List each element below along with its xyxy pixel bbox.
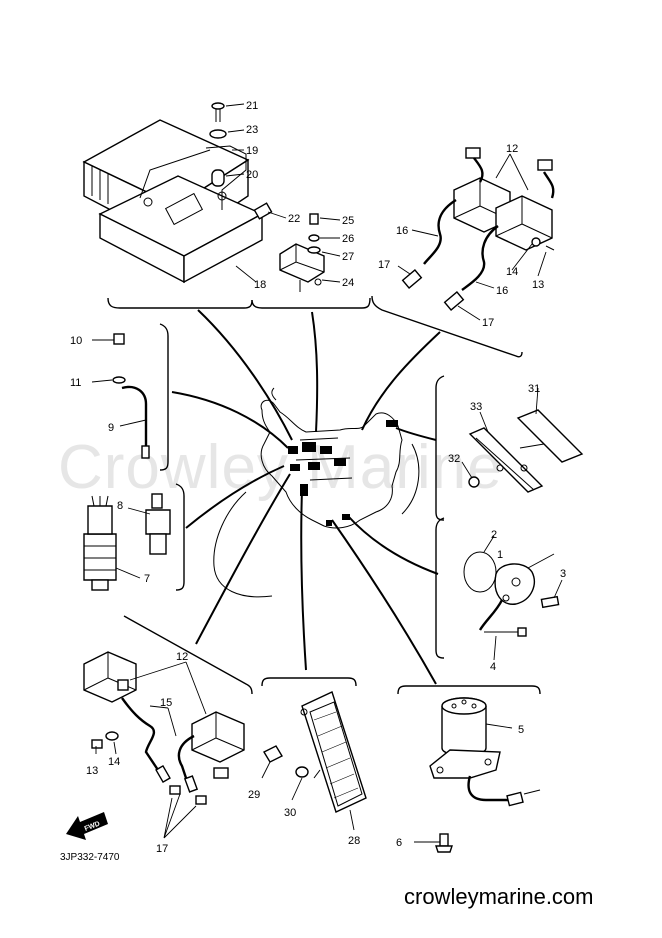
callout-27: 27 (342, 251, 354, 263)
callout-31: 31 (528, 383, 540, 395)
callout-17-bottom: 17 (156, 843, 168, 855)
callout-11: 11 (70, 377, 81, 389)
callout-33: 33 (470, 401, 482, 413)
callout-1: 1 (497, 549, 503, 561)
callout-17-top-right: 17 (482, 317, 494, 329)
callout-29: 29 (248, 789, 260, 801)
callout-32: 32 (448, 453, 460, 465)
callout-14-bottom: 14 (108, 756, 120, 768)
ignition-coil-pair-top (401, 147, 555, 311)
callout-12-bottom: 12 (176, 651, 188, 663)
reflector-cover-assembly (263, 691, 367, 813)
callout-2: 2 (491, 529, 497, 541)
callout-26: 26 (342, 233, 354, 245)
callout-25: 25 (342, 215, 354, 227)
callout-23: 23 (246, 124, 258, 136)
callout-24: 24 (342, 277, 354, 289)
callout-15: 15 (160, 697, 172, 709)
temperature-sensor-lead (112, 333, 150, 459)
connection-spokes (171, 309, 441, 685)
callout-leaders (91, 103, 563, 843)
callout-17-top-left: 17 (378, 259, 390, 271)
engine-center-outline (213, 387, 420, 598)
callout-6: 6 (396, 837, 402, 849)
ignition-coil-pair-bottom (83, 651, 245, 805)
solenoid-assembly (429, 697, 541, 853)
callout-10: 10 (70, 335, 82, 347)
callout-22: 22 (288, 213, 300, 225)
callout-14-top: 14 (506, 266, 518, 278)
switch-and-sensor (83, 493, 171, 591)
callout-16-top: 16 (396, 225, 408, 237)
callout-8: 8 (117, 500, 123, 512)
callout-20: 20 (246, 169, 258, 181)
callout-numbers: 1 2 3 4 5 6 7 8 9 10 11 12 12 13 13 14 1… (70, 100, 566, 855)
callout-5: 5 (518, 724, 524, 736)
site-url: crowleymarine.com (404, 884, 594, 909)
callout-30: 30 (284, 807, 296, 819)
callout-28: 28 (348, 835, 360, 847)
pickup-coil-assembly (463, 551, 560, 637)
callout-16-bottom: 16 (496, 285, 508, 297)
callout-3: 3 (560, 568, 566, 580)
callout-7: 7 (144, 573, 150, 585)
mounting-plate-assembly (468, 409, 584, 493)
callout-13-bottom: 13 (86, 765, 98, 777)
callout-18: 18 (254, 279, 266, 291)
group-brackets (107, 295, 541, 695)
callout-19: 19 (246, 145, 258, 157)
callout-4: 4 (490, 661, 496, 673)
callout-13-top: 13 (532, 279, 544, 291)
forward-arrow-icon: FWD (66, 812, 108, 840)
callout-12-top: 12 (506, 143, 518, 155)
cdi-unit-assembly (82, 102, 325, 292)
diagram-code: 3JP332-7470 (60, 852, 120, 863)
callout-9: 9 (108, 422, 114, 434)
callout-21: 21 (246, 100, 258, 112)
